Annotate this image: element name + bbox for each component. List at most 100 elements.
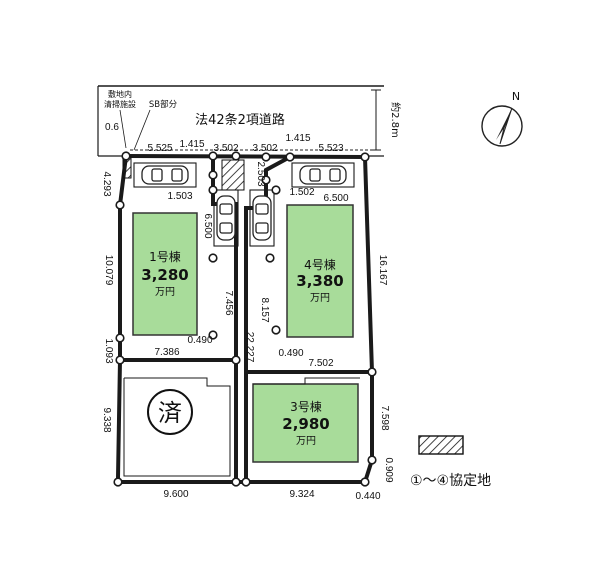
boundary-marker (208, 330, 218, 340)
north-compass: N (481, 90, 523, 147)
dimension-label: 0.909 (383, 457, 394, 482)
car-icon (141, 165, 189, 185)
boundary-marker (208, 253, 218, 263)
parking-space-4 (291, 162, 355, 188)
boundary-markers (113, 151, 377, 487)
dimension-label: 0.440 (355, 491, 380, 502)
building-4 (286, 204, 354, 338)
road: 法42条2項道路 約2.8m 敷地内 清掃施設 SB部分 (97, 85, 402, 157)
dimension-label: 16.167 (377, 255, 388, 286)
boundary-marker (360, 477, 370, 487)
road-name: 法42条2項道路 (195, 112, 285, 128)
legend: ①～④協定地 (410, 435, 491, 489)
dimension-label: 1.503 (167, 191, 192, 202)
boundary-marker (231, 355, 241, 365)
dimension-label: 22.227 (244, 332, 255, 363)
building-3-unit: 万円 (296, 436, 316, 447)
building-3-label: 3号棟 2,980 万円 (282, 399, 329, 447)
sb-area-label: SB部分 (149, 99, 178, 110)
boundary-marker (285, 152, 295, 162)
compass-needle (496, 108, 512, 140)
parking-space-2 (213, 189, 239, 247)
sold-stamp: 済 (147, 389, 193, 435)
dimension-label: 7.502 (308, 358, 333, 369)
sold-stamp-text: 済 (158, 399, 182, 427)
front-boundary (125, 154, 366, 159)
legend-text: ①～④協定地 (410, 473, 491, 489)
building-4-unit: 万円 (310, 293, 330, 304)
boundary-marker (121, 151, 131, 161)
dimension-label: 9.338 (101, 407, 112, 432)
boundary-marker (360, 152, 370, 162)
boundary-marker (271, 325, 281, 335)
dimension-label: 4.293 (101, 171, 112, 196)
dimension-label: 3.502 (252, 143, 277, 154)
boundary-marker (231, 477, 241, 487)
dimension-label: 5.525 (147, 143, 172, 154)
dimension-label: 0.490 (278, 348, 303, 359)
boundary-marker (208, 170, 218, 180)
dimension-label: 0.490 (187, 335, 212, 346)
dimension-label: 1.502 (289, 187, 314, 198)
dimension-label: 3.502 (213, 143, 238, 154)
boundary-marker (231, 151, 241, 161)
car-icon (252, 195, 272, 241)
boundary-marker (367, 455, 377, 465)
boundary-marker (367, 367, 377, 377)
boundary-marker (265, 253, 275, 263)
dimension-label: 6.500 (323, 193, 348, 204)
dimension-label: 9.324 (289, 489, 314, 500)
building-1-price: 3,280 (141, 266, 188, 284)
boundary-marker (261, 175, 271, 185)
dimension-label: 5.523 (318, 143, 343, 154)
boundary-marker (113, 477, 123, 487)
north-label: N (512, 90, 520, 103)
compass-ring (481, 105, 523, 147)
building-4-price: 3,380 (296, 272, 343, 290)
parking-space-3 (249, 189, 275, 247)
dimension-labels: 0.6 5.525 1.415 3.502 3.502 1.415 5.523 … (101, 122, 394, 502)
agreement-zone (221, 159, 245, 191)
dimension-label: 9.600 (163, 489, 188, 500)
dimension-label: 10.079 (103, 255, 114, 286)
boundary-marker (261, 152, 271, 162)
dimension-label: 6.500 (202, 213, 213, 238)
note-leader (119, 109, 127, 149)
dimension-label: 8.157 (259, 297, 270, 322)
road-width-label: 約2.8m (389, 102, 402, 138)
building-1 (132, 212, 198, 336)
dimension-label: 0.6 (105, 122, 119, 133)
boundary-marker (115, 355, 125, 365)
building-4-name: 4号棟 (304, 257, 336, 272)
sold-stamp-circle (147, 389, 193, 435)
boundary-marker (115, 333, 125, 343)
parking-space-1 (133, 162, 197, 188)
boundary-marker (241, 477, 251, 487)
sold-lot-outline (123, 377, 231, 477)
building-1-name: 1号棟 (149, 249, 181, 264)
dimension-label: 1.093 (103, 338, 114, 363)
car-icon (216, 195, 236, 241)
boundary-marker (208, 151, 218, 161)
boundary-marker (271, 185, 281, 195)
dimension-label: 7.386 (154, 347, 179, 358)
parking (133, 162, 355, 247)
dimension-label: 1.415 (285, 133, 310, 144)
building-3-name: 3号棟 (290, 399, 322, 414)
building-1-unit: 万円 (155, 287, 175, 298)
dimension-label: 1.415 (179, 139, 204, 150)
building-3-price: 2,980 (282, 415, 329, 433)
boundary-marker (208, 185, 218, 195)
legend-hatch-swatch (418, 435, 464, 455)
building-4-label: 4号棟 3,380 万円 (296, 257, 343, 304)
cleaning-facility-note-2: 清掃施設 (104, 99, 136, 109)
building-1-label: 1号棟 3,280 万円 (141, 249, 188, 298)
dimension-label: 7.456 (223, 290, 234, 315)
sb-leader (133, 109, 151, 151)
cleaning-facility-note-1: 敷地内 (108, 89, 132, 99)
boundary-marker (115, 200, 125, 210)
dimension-label: 7.598 (379, 405, 390, 430)
car-icon (299, 165, 347, 185)
dimension-label: 2.503 (255, 161, 266, 186)
